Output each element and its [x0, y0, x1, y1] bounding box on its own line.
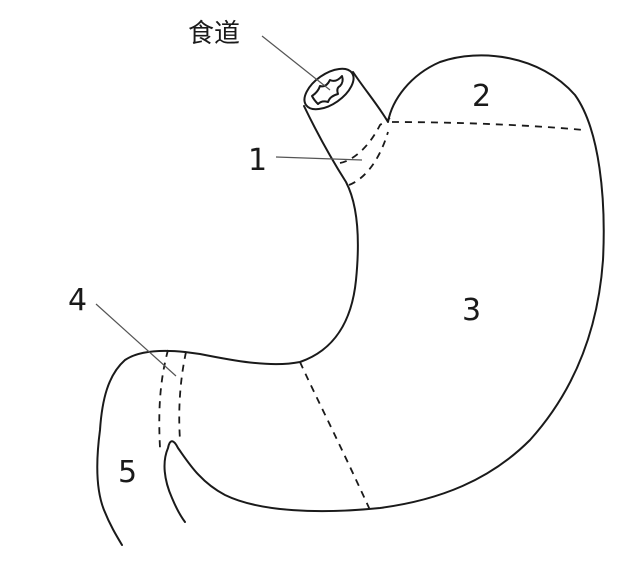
- body-antrum-boundary: [299, 361, 371, 511]
- fundus-boundary: [391, 121, 585, 131]
- esophagus-leader-line: [261, 35, 331, 91]
- cardia-boundary-lower: [348, 131, 389, 186]
- label-esophagus: 食道: [188, 19, 240, 49]
- duodenum-outline: [96, 350, 186, 546]
- esophagus-opening: [303, 67, 355, 111]
- region-4-leader-line: [95, 303, 177, 377]
- label-region-1: 1: [248, 143, 267, 178]
- label-region-5: 5: [118, 455, 137, 490]
- pylorus-boundary-right: [178, 351, 187, 441]
- stomach-greater-curvature: [163, 54, 605, 523]
- label-region-2: 2: [472, 79, 491, 114]
- region-1-leader-line: [275, 156, 363, 161]
- stomach-outline: [184, 105, 359, 366]
- label-region-4: 4: [68, 283, 87, 318]
- label-region-3: 3: [462, 293, 481, 328]
- cardia-boundary-upper: [339, 117, 391, 164]
